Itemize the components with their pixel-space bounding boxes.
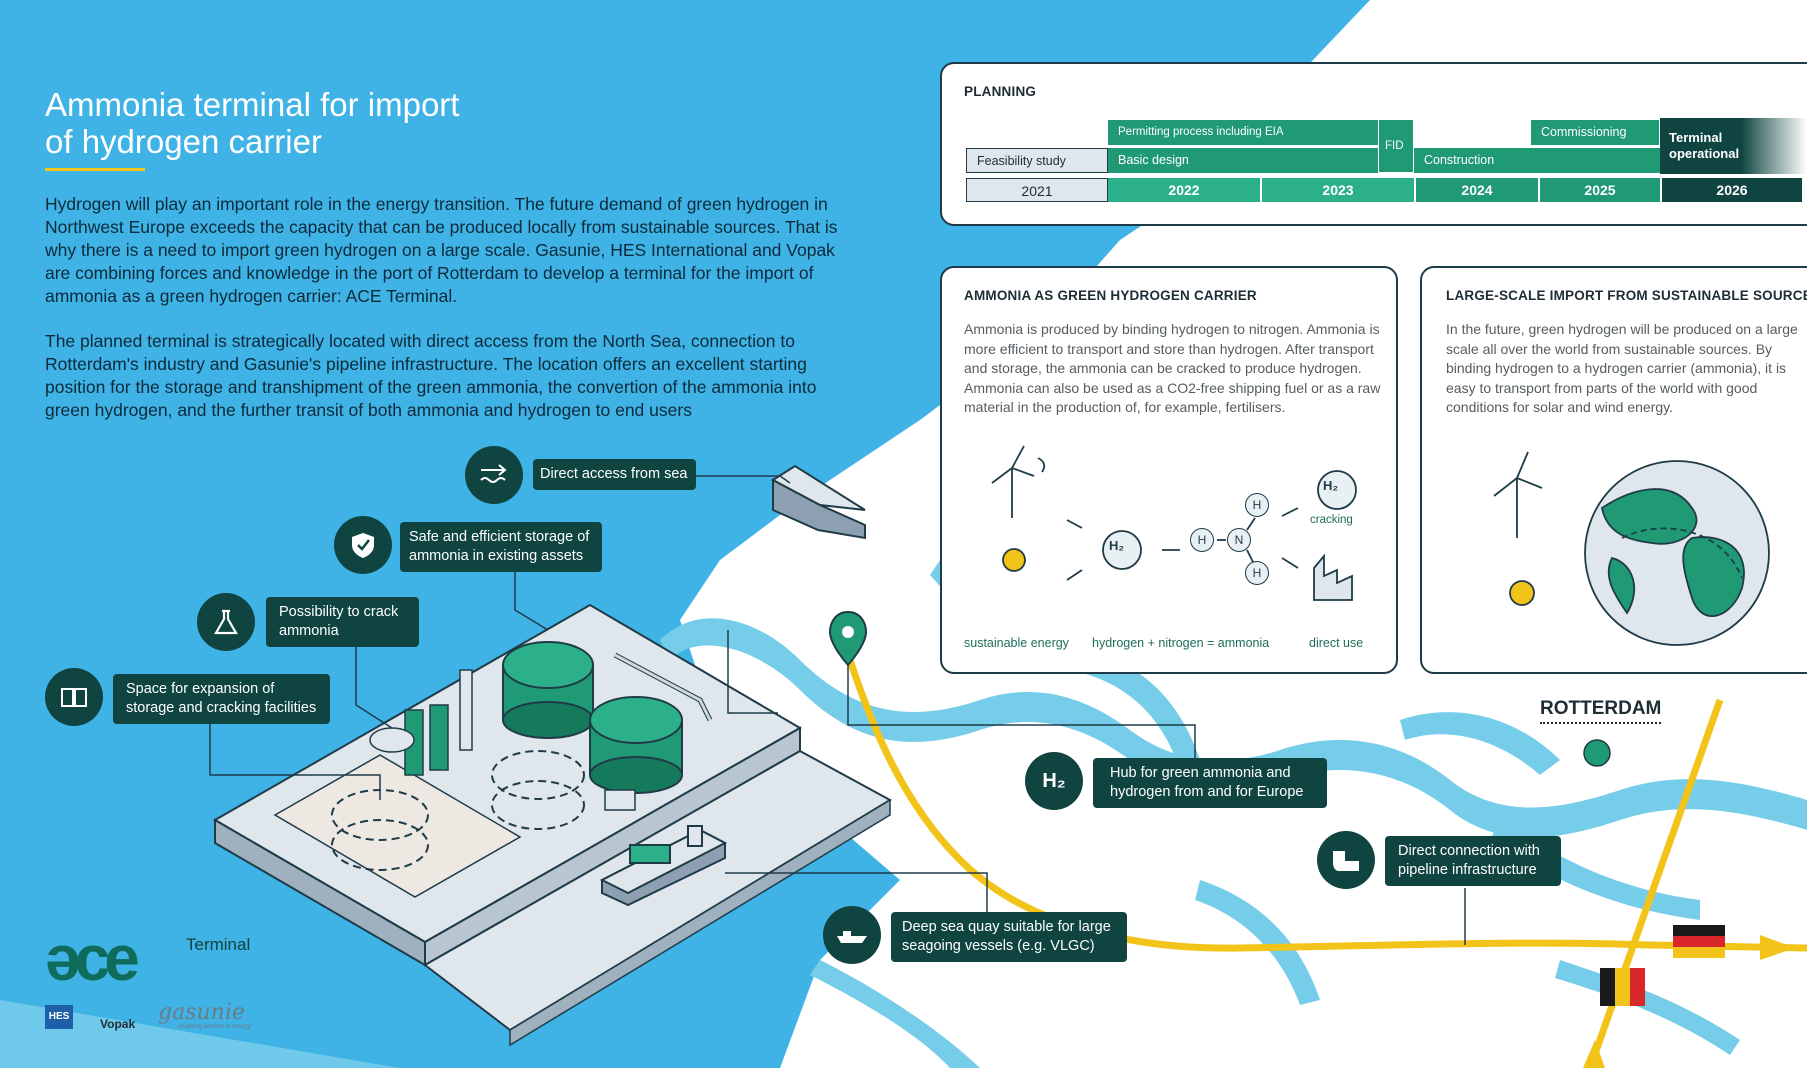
crack-badge bbox=[197, 593, 255, 651]
callout-space-expansion: Space for expansion of storage and crack… bbox=[113, 674, 330, 724]
arrow-waves-icon bbox=[480, 464, 507, 483]
book-icon bbox=[61, 688, 87, 707]
expansion-badge bbox=[45, 668, 103, 726]
title-line-1: Ammonia terminal for import bbox=[45, 86, 460, 123]
year-2023: 2023 bbox=[1262, 178, 1414, 202]
atom-n: N bbox=[1227, 528, 1251, 552]
globe-illustration bbox=[1493, 451, 1770, 646]
year-2021: 2021 bbox=[966, 178, 1108, 202]
bar-basic-design: Basic design bbox=[1108, 148, 1378, 173]
year-2022: 2022 bbox=[1108, 178, 1260, 202]
callout-deep-sea-quay: Deep sea quay suitable for large seagoin… bbox=[891, 912, 1127, 962]
shield-icon bbox=[352, 533, 374, 558]
year-2025: 2025 bbox=[1540, 178, 1660, 202]
label-sustainable-energy: sustainable energy bbox=[964, 636, 1069, 650]
callout-possibility-crack: Possibility to crack ammonia bbox=[266, 597, 419, 647]
sea-access-badge bbox=[465, 446, 523, 504]
ace-logo: əcе bbox=[45, 922, 140, 994]
bar-construction: Construction bbox=[1414, 148, 1660, 173]
atom-h-2: H bbox=[1245, 493, 1269, 517]
label-formula: hydrogen + nitrogen = ammonia bbox=[1092, 636, 1270, 650]
label-direct-use: direct use bbox=[1309, 636, 1364, 650]
ammonia-panel: AMMONIA AS GREEN HYDROGEN CARRIER Ammoni… bbox=[940, 266, 1398, 674]
planning-title: PLANNING bbox=[964, 84, 1037, 99]
ammonia-panel-text: Ammonia is produced by binding hydrogen … bbox=[964, 321, 1381, 415]
ship-icon bbox=[837, 931, 867, 943]
import-panel-text: In the future, green hydrogen will be pr… bbox=[1446, 321, 1798, 415]
pipeline-badge bbox=[1317, 831, 1375, 889]
vopak-logo: Vopak bbox=[100, 1017, 136, 1031]
callout-direct-pipeline: Direct connection with pipeline infrastr… bbox=[1385, 836, 1561, 886]
gasunie-logo: gasunie bbox=[158, 1000, 245, 1025]
flask-icon bbox=[214, 609, 238, 635]
bar-feasibility: Feasibility study bbox=[966, 148, 1108, 173]
h2-icon: H₂ bbox=[1109, 538, 1125, 553]
pipe-icon bbox=[1333, 851, 1359, 871]
map-label-rotterdam: ROTTERDAM bbox=[1540, 698, 1662, 724]
callout-direct-access-sea: Direct access from sea bbox=[533, 459, 696, 490]
import-panel: LARGE-SCALE IMPORT FROM SUSTAINABLE SOUR… bbox=[1420, 266, 1807, 674]
label-cracking: cracking bbox=[1310, 514, 1353, 526]
gasunie-tagline: choosing borders in energy bbox=[178, 1024, 251, 1030]
bar-fid: FID bbox=[1379, 120, 1413, 172]
atom-h-1: H bbox=[1190, 528, 1214, 552]
ace-terminal-label: Terminal bbox=[186, 935, 251, 954]
year-2024: 2024 bbox=[1416, 178, 1538, 202]
h2-cracking-icon: H₂ bbox=[1323, 478, 1339, 493]
title-line-2: of hydrogen carrier bbox=[45, 123, 322, 160]
callout-hub-europe: Hub for green ammonia and hydrogen from … bbox=[1093, 758, 1327, 808]
bar-permitting: Permitting process including EIA bbox=[1108, 120, 1378, 145]
bar-commissioning: Commissioning bbox=[1531, 120, 1659, 145]
import-panel-title: LARGE-SCALE IMPORT FROM SUSTAINABLE SOUR… bbox=[1446, 288, 1807, 303]
hub-badge: H₂ bbox=[1025, 752, 1083, 810]
bar-terminal-operational: Terminal operational bbox=[1660, 118, 1807, 174]
page-title: Ammonia terminal for import of hydrogen … bbox=[45, 86, 565, 160]
intro-paragraph-1: Hydrogen will play an important role in … bbox=[45, 194, 838, 306]
terminal-label-line-2: operational bbox=[1669, 146, 1740, 161]
storage-badge bbox=[334, 516, 392, 574]
ammonia-diagram bbox=[991, 445, 1357, 601]
year-2026: 2026 bbox=[1662, 178, 1802, 202]
ammonia-panel-title: AMMONIA AS GREEN HYDROGEN CARRIER bbox=[964, 288, 1257, 303]
callout-safe-storage: Safe and efficient storage of ammonia in… bbox=[400, 522, 602, 572]
title-underline bbox=[45, 168, 145, 171]
atom-h-3: H bbox=[1245, 561, 1269, 585]
intro-paragraph-2: The planned terminal is strategically lo… bbox=[45, 331, 817, 420]
terminal-label-line-1: Terminal bbox=[1669, 130, 1723, 145]
h2-hub-icon: H₂ bbox=[1042, 769, 1066, 792]
quay-badge bbox=[823, 906, 881, 964]
hes-logo: HES bbox=[45, 1005, 73, 1029]
